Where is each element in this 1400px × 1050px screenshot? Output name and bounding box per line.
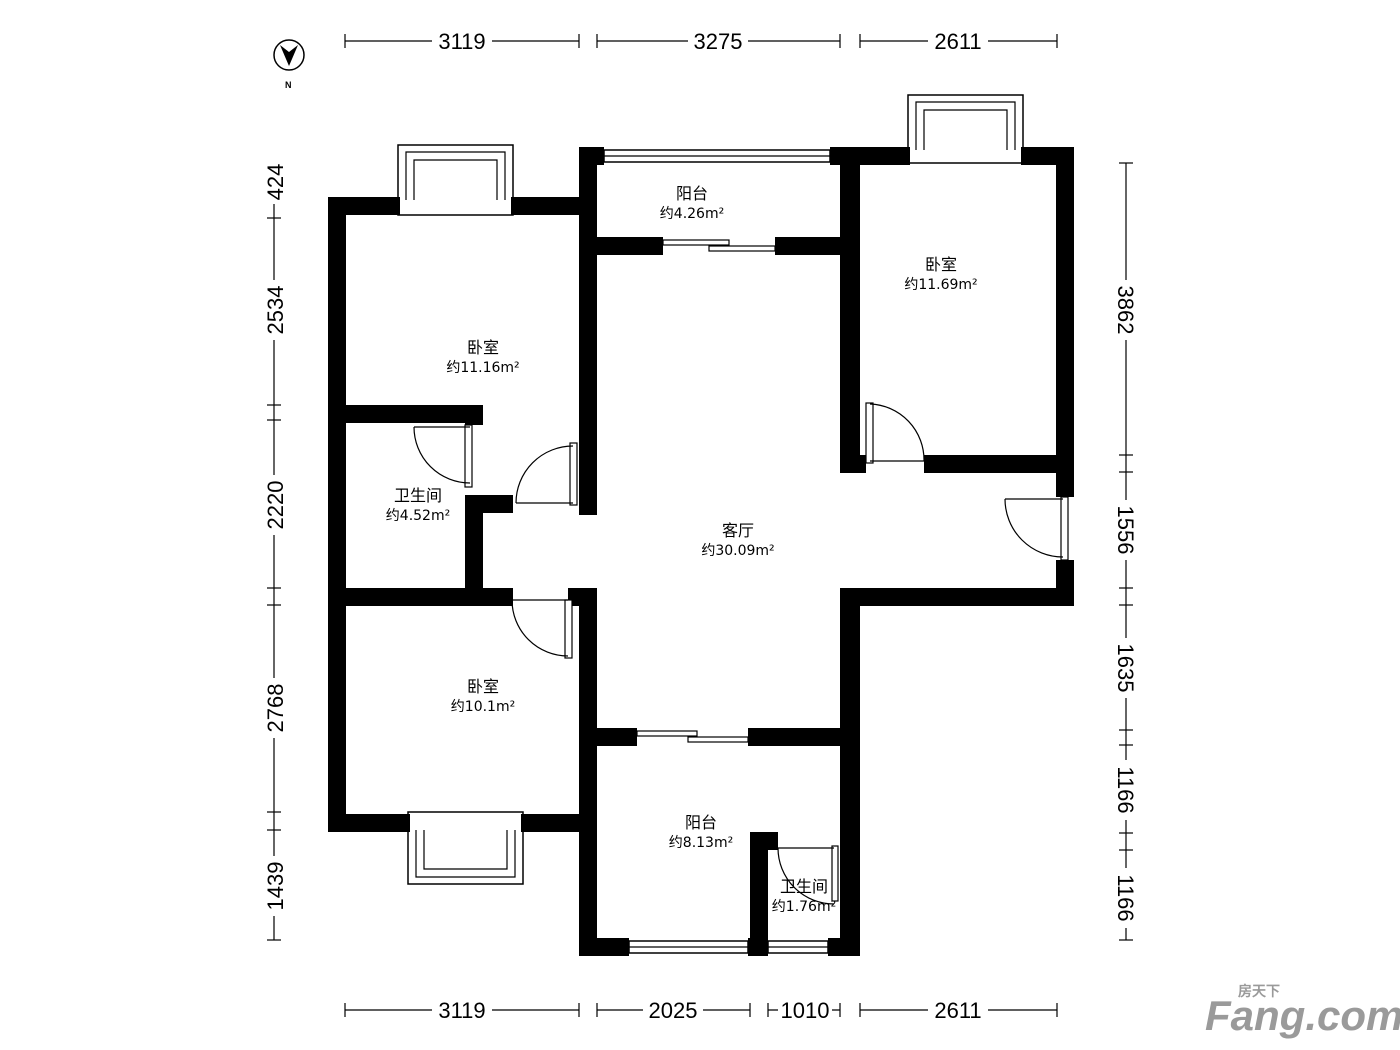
room-name: 卫生间	[394, 486, 442, 505]
door-entrance	[1004, 496, 1069, 561]
room-area: 约1.76m²	[772, 899, 836, 915]
room-bedroom-ne: 卧室 约11.69m²	[904, 255, 977, 293]
window-bottom-balcony	[628, 940, 749, 954]
bay-window-sw	[407, 811, 524, 885]
right-dim-3: 1635	[1113, 644, 1138, 693]
watermark-top: 房天下	[1238, 983, 1280, 1000]
room-bathroom-s: 卫生间 约1.76m²	[772, 877, 836, 915]
right-dim-2: 1556	[1113, 506, 1138, 555]
room-area: 约4.26m²	[660, 206, 724, 222]
door-bathroom-s	[777, 845, 839, 905]
left-dimension-bar: 424 2534 2220 2768 1439	[261, 160, 288, 941]
room-area: 约11.16m²	[446, 360, 519, 376]
door-bedroom-ne	[865, 402, 925, 464]
room-living: 客厅 约30.09m²	[701, 521, 774, 559]
bottom-dim-1: 3119	[438, 998, 485, 1023]
room-name: 阳台	[685, 813, 717, 832]
room-balcony-top: 阳台 约4.26m²	[660, 184, 724, 222]
walls	[328, 147, 1074, 956]
room-name: 卧室	[467, 677, 499, 696]
room-name: 阳台	[676, 184, 708, 203]
room-area: 约11.69m²	[904, 277, 977, 293]
window-small-bathroom	[767, 940, 829, 954]
room-area: 约4.52m²	[386, 508, 450, 524]
bottom-dimension-bar: 3119 2025 1010 2611	[344, 997, 1058, 1023]
room-name: 客厅	[722, 521, 754, 540]
top-dim-3: 2611	[934, 29, 981, 54]
room-area: 约30.09m²	[701, 543, 774, 559]
right-dim-4: 1166	[1113, 766, 1138, 813]
door-bedroom-nw	[515, 442, 578, 506]
bay-window-nw	[397, 144, 514, 216]
door-bedroom-sw	[511, 599, 573, 659]
left-dim-4: 2768	[263, 684, 288, 733]
door-bathroom-w	[413, 424, 473, 488]
bay-window-ne	[907, 94, 1024, 164]
left-dim-3: 2220	[263, 481, 288, 530]
sliding-door-top-balcony	[662, 239, 776, 252]
top-dim-1: 3119	[438, 29, 485, 54]
bottom-dim-4: 2611	[934, 998, 981, 1023]
room-area: 约8.13m²	[669, 835, 733, 851]
north-compass-icon: N	[273, 39, 305, 90]
bottom-dim-2: 2025	[649, 998, 698, 1023]
left-dim-1: 424	[263, 164, 288, 201]
room-name: 卫生间	[780, 877, 828, 896]
north-label: N	[285, 80, 292, 90]
left-dim-5: 1439	[263, 862, 288, 911]
watermark-main: Fang.com	[1205, 992, 1400, 1039]
room-area: 约10.1m²	[451, 699, 515, 715]
left-dim-2: 2534	[263, 286, 288, 335]
room-name: 卧室	[467, 338, 499, 357]
right-dim-5: 1166	[1113, 874, 1138, 921]
room-bedroom-nw: 卧室 约11.16m²	[446, 338, 519, 376]
room-bedroom-sw: 卧室 约10.1m²	[451, 677, 515, 715]
bottom-dim-3: 1010	[781, 998, 830, 1023]
right-dimension-bar: 3862 1556 1635 1166 1166	[1113, 162, 1139, 941]
top-dimension-bar: 3119 3275 2611	[344, 28, 1058, 54]
room-balcony-bottom: 阳台 约8.13m²	[669, 813, 733, 851]
fang-watermark-logo: 房天下 Fang.com	[1205, 983, 1400, 1039]
sliding-door-bottom-balcony	[636, 730, 749, 743]
top-dim-2: 3275	[694, 29, 743, 54]
room-bathroom-w: 卫生间 约4.52m²	[386, 486, 450, 524]
room-name: 卧室	[925, 255, 957, 274]
window-top-balcony	[603, 149, 831, 163]
right-dim-1: 3862	[1113, 286, 1138, 335]
